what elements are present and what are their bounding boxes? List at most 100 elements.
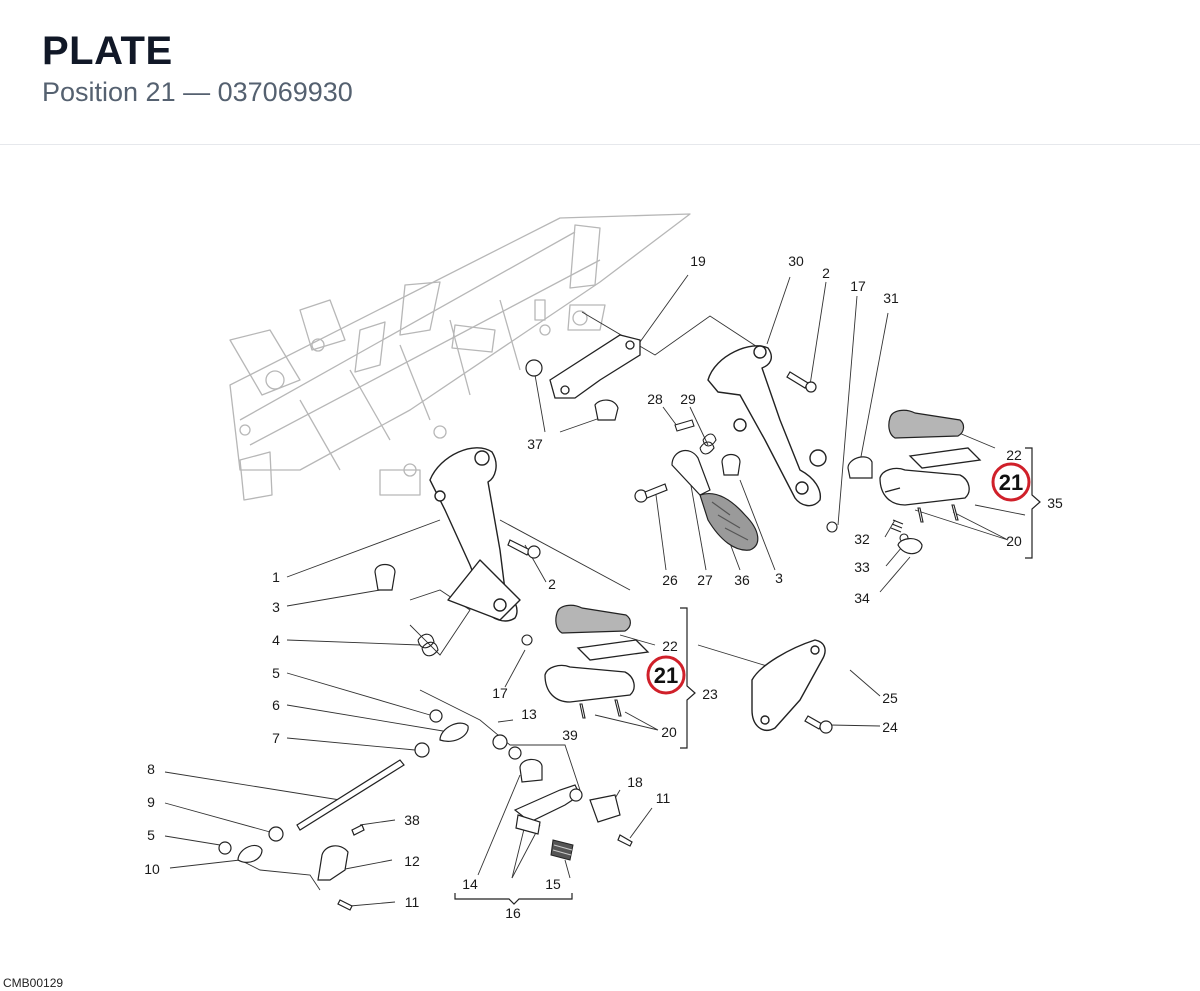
separator: —: [183, 77, 211, 107]
callout-c34: 34: [854, 590, 870, 606]
rear-bolt-2: [786, 371, 817, 393]
plate-21-right: [908, 447, 982, 469]
callout-c25: 25: [882, 690, 898, 706]
callout-c8: 8: [147, 761, 155, 777]
bracket-12: [317, 845, 349, 881]
callout-c37: 37: [527, 436, 543, 452]
callout-c26: 26: [662, 572, 678, 588]
bolt-11-lower: [337, 899, 353, 911]
callout-c31: 31: [883, 290, 899, 306]
spring-15: [550, 839, 574, 861]
pivot-bolt-18: [589, 794, 621, 823]
nut-9: [268, 826, 284, 842]
nut-7: [414, 742, 430, 758]
plate-34: [897, 538, 923, 555]
drawing-code: CMB00129: [3, 976, 64, 990]
footpeg-body-right: [879, 467, 970, 506]
shift-linkage: [218, 709, 633, 911]
callout-c2a: 2: [822, 265, 830, 281]
callout-c28: 28: [647, 391, 663, 407]
pin-3-left: [374, 563, 396, 591]
callout-c22b: 22: [662, 638, 678, 654]
pin-3-right: [721, 453, 741, 476]
bracket-16: [454, 893, 573, 905]
rod-end-6: [439, 722, 469, 742]
highlight-h21a[interactable]: 21: [991, 462, 1031, 502]
highlight-ring: [646, 655, 686, 695]
callout-c35: 35: [1047, 495, 1063, 511]
callout-c4: 4: [272, 632, 280, 648]
callout-c33: 33: [854, 559, 870, 575]
callout-c39: 39: [562, 727, 578, 743]
callout-c16: 16: [505, 905, 521, 921]
callout-c38: 38: [404, 812, 420, 828]
rod-end-10: [237, 845, 263, 863]
callout-c11a: 11: [656, 790, 671, 806]
right-hanger-bracket: [707, 345, 827, 507]
plate-21-left: [576, 639, 650, 661]
left-hanger-bracket: [429, 447, 521, 622]
callout-c7: 7: [272, 730, 280, 746]
callout-c32: 32: [854, 531, 870, 547]
spring-4: [417, 633, 439, 657]
clip-31: [847, 456, 873, 479]
highlight-h21b[interactable]: 21: [646, 655, 686, 695]
callout-c23: 23: [702, 686, 718, 702]
callout-c14: 14: [462, 876, 478, 892]
callout-c12: 12: [404, 853, 420, 869]
peg-14: [515, 814, 541, 835]
screws-20-right: [917, 504, 959, 523]
shaft-14: [519, 758, 543, 783]
highlighted-positions: 21 21: [646, 462, 1031, 695]
callout-c18: 18: [627, 774, 643, 790]
highlight-label: 21: [654, 663, 678, 688]
callout-c19: 19: [690, 253, 706, 269]
callout-c13: 13: [521, 706, 537, 722]
part-number: 037069930: [217, 77, 353, 107]
footpeg-body-left: [544, 664, 635, 703]
callout-c27: 27: [697, 572, 713, 588]
callout-c22a: 22: [1006, 447, 1022, 463]
callout-c3a: 3: [775, 570, 783, 586]
callout-c5b: 5: [147, 827, 155, 843]
footpeg-rubber-36: [699, 493, 759, 551]
front-bolt-2: [507, 539, 541, 559]
footpeg-arm-27: [671, 449, 711, 496]
highlight-label: 21: [999, 470, 1023, 495]
bolt-24: [804, 715, 833, 734]
callout-c17b: 17: [492, 685, 508, 701]
spring-32: [890, 519, 904, 533]
callout-c15: 15: [545, 876, 561, 892]
bolt-11-right: [617, 834, 633, 847]
washer-17-left: [521, 634, 533, 646]
bolt-38: [351, 824, 365, 836]
callout-c9: 9: [147, 794, 155, 810]
washer-39b: [569, 788, 583, 802]
pin-28: [674, 419, 695, 432]
brake-plate-19: [549, 334, 641, 399]
callout-c30: 30: [788, 253, 804, 269]
callout-c6: 6: [272, 697, 280, 713]
callout-c20b: 20: [661, 724, 677, 740]
rod-8: [296, 759, 405, 831]
part-subtitle: Position 21 — 037069930: [42, 77, 353, 108]
callout-c2b: 2: [548, 576, 556, 592]
bracket-35: [1025, 447, 1041, 559]
washer-13: [492, 734, 508, 750]
highlight-ring: [991, 462, 1031, 502]
switch-37: [525, 359, 619, 421]
footpeg-rubber-22-left: [555, 604, 631, 634]
callout-c10: 10: [144, 861, 160, 877]
bolt-26: [634, 483, 668, 503]
callout-c17a: 17: [850, 278, 866, 294]
callout-c3b: 3: [272, 599, 280, 615]
spring-29: [699, 433, 717, 455]
bracket-23: [680, 607, 696, 749]
callout-c20a: 20: [1006, 533, 1022, 549]
callout-c36: 36: [734, 572, 750, 588]
part-title: PLATE: [42, 29, 173, 73]
frame-drawing: [229, 213, 691, 501]
nut-5-upper: [429, 709, 443, 723]
